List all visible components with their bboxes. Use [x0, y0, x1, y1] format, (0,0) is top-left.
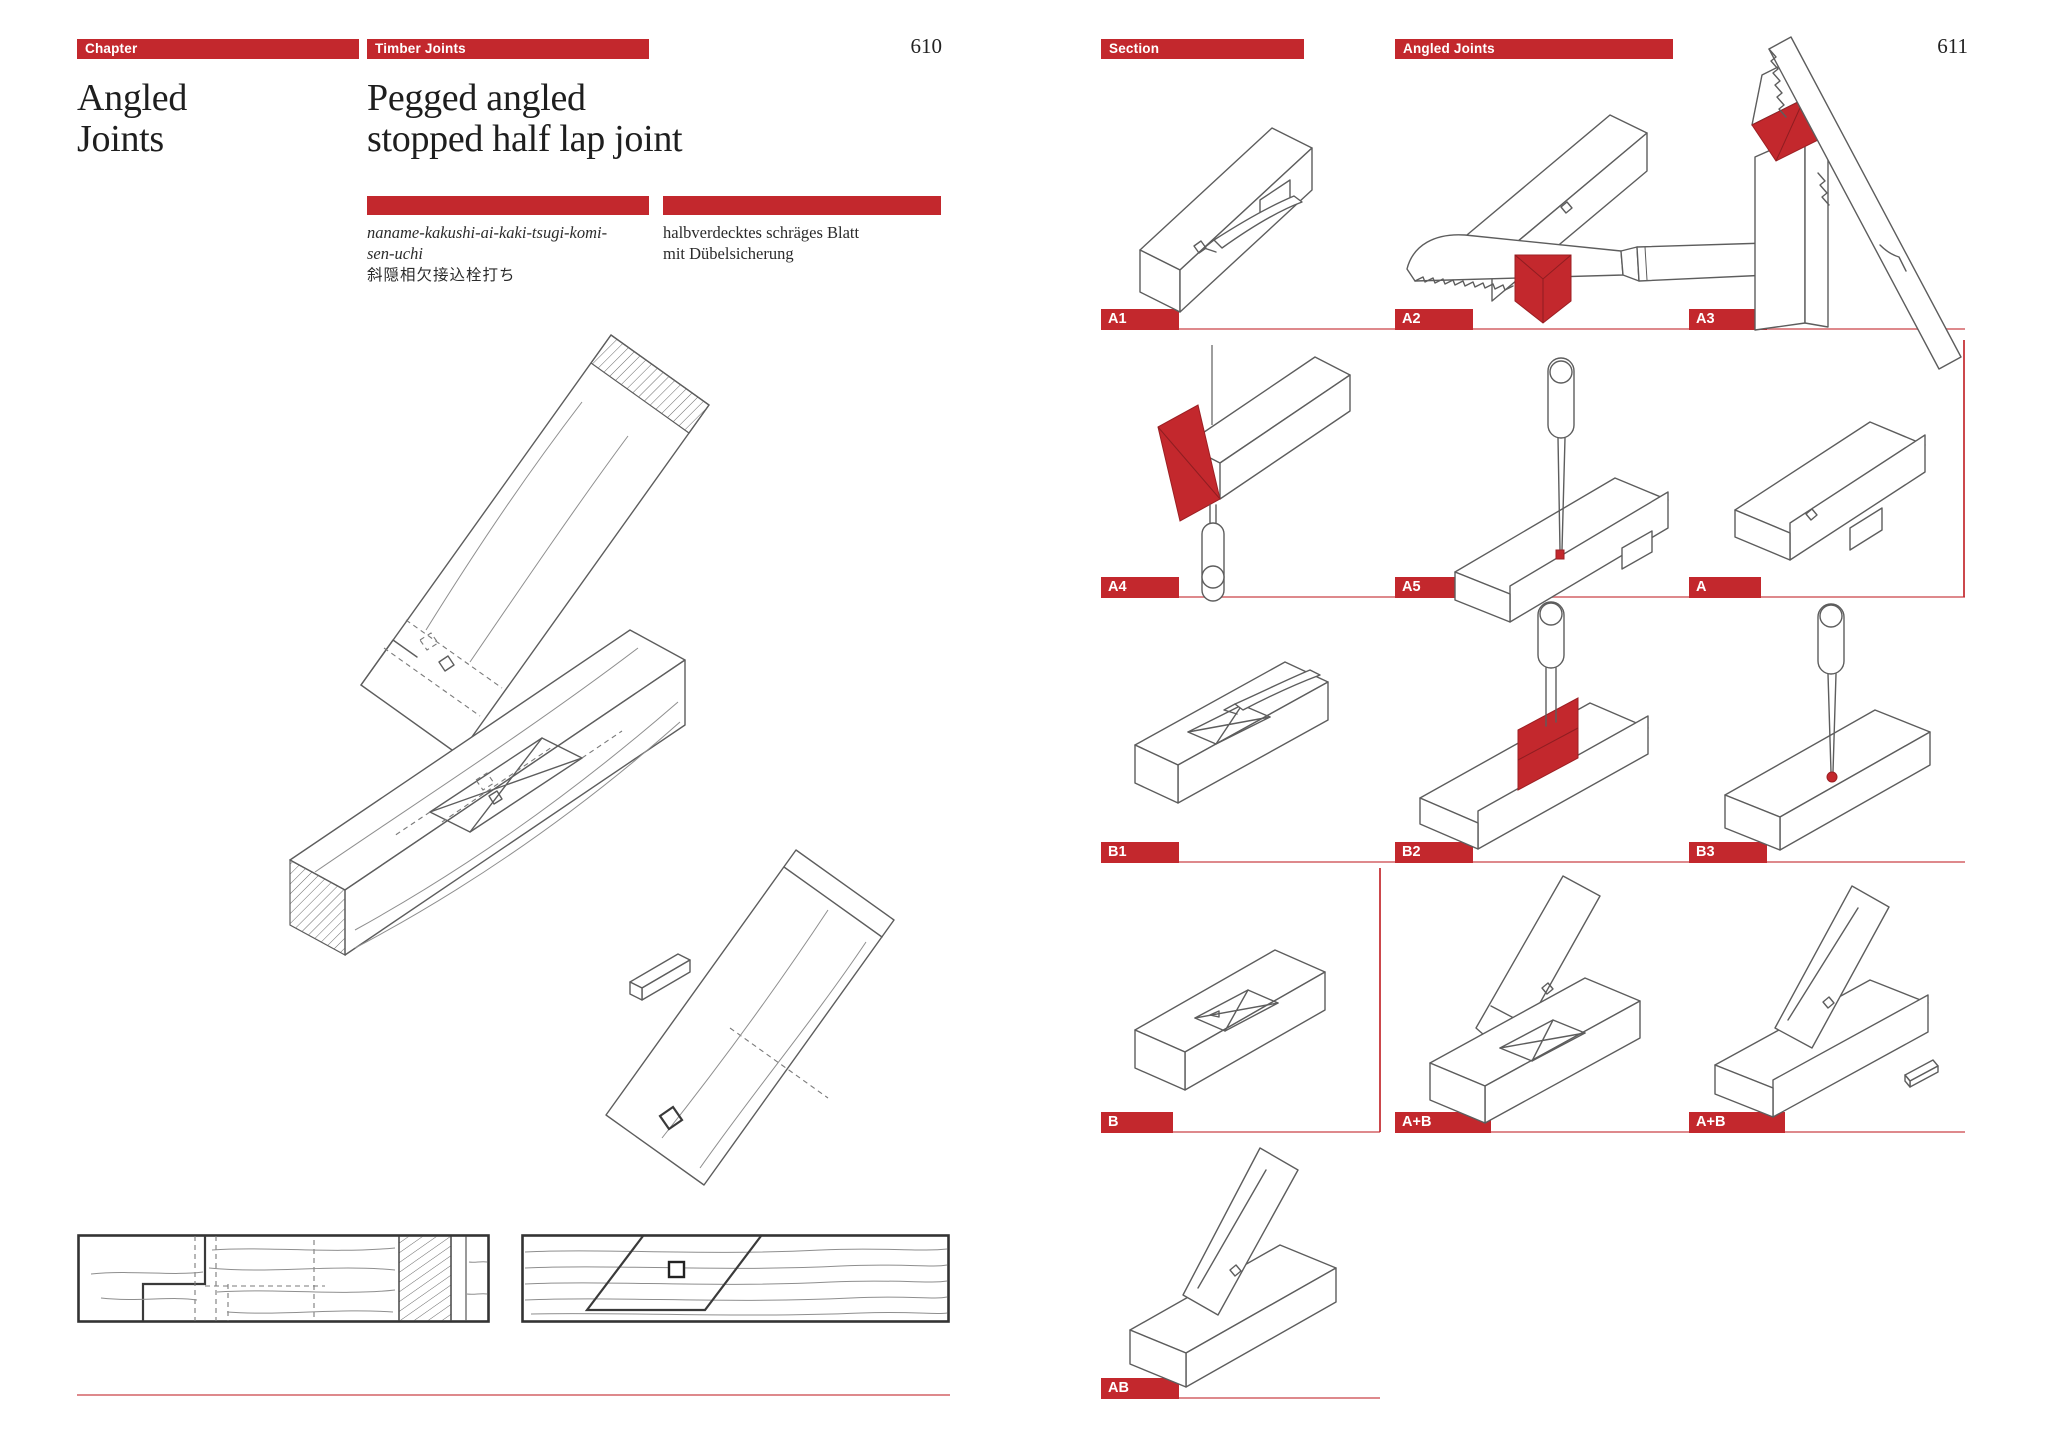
step-label-a-plus-b-2: A+B — [1689, 1112, 1785, 1133]
step-a-plus-b-exploded-illustration — [1429, 875, 1641, 1124]
chapter-title-line1: Angled — [77, 77, 188, 119]
step-a2-illustration — [1406, 114, 1770, 324]
joint-title: Pegged angled stopped half lap joint — [367, 77, 683, 160]
section-title-tab: Angled Joints — [1395, 39, 1673, 59]
step-label-b3: B3 — [1689, 842, 1767, 863]
step-a-result-illustration — [1734, 421, 1926, 561]
step-label-a3: A3 — [1689, 309, 1767, 330]
german-line1: halbverdecktes schräges Blatt — [663, 223, 860, 242]
step-label-a: A — [1689, 577, 1761, 598]
step-label-a1: A1 — [1101, 309, 1179, 330]
chapter-tab: Chapter — [77, 39, 359, 59]
step-row1-rule — [1101, 328, 1965, 330]
step-row4-rule-right — [1395, 1131, 1965, 1133]
step-label-a4: A4 — [1101, 577, 1179, 598]
step-label-b: B — [1101, 1112, 1173, 1133]
romaji-line2: sen-uchi — [367, 244, 423, 263]
step-row3-rule — [1101, 861, 1965, 863]
joint-title-line2: stopped half lap joint — [367, 118, 683, 160]
lower-horizontal-beam — [289, 629, 686, 957]
step-label-b1: B1 — [1101, 842, 1179, 863]
step-a3-illustration — [1751, 36, 1962, 370]
step-row5-rule — [1101, 1397, 1380, 1399]
step-b-result-illustration — [1134, 949, 1326, 1091]
romaji-line1: naname-kakushi-ai-kaki-tsugi-komi- — [367, 223, 608, 242]
step-label-b2: B2 — [1395, 842, 1473, 863]
page-number-left: 610 — [910, 34, 943, 58]
name-block-bar-german — [663, 196, 941, 215]
side-elevation-drawing — [77, 1234, 490, 1323]
angled-board — [605, 849, 895, 1186]
category-tab: Timber Joints — [367, 39, 649, 59]
japanese-name: 斜隠相欠接込栓打ち — [367, 266, 516, 284]
step-label-a2: A2 — [1395, 309, 1473, 330]
section-tab: Section — [1101, 39, 1304, 59]
step-b1-illustration — [1134, 661, 1329, 804]
square-peg — [629, 953, 691, 1001]
joint-title-line1: Pegged angled — [367, 77, 586, 119]
japanese-name-block: naname-kakushi-ai-kaki-tsugi-komi- sen-u… — [367, 222, 649, 286]
main-exploded-joint-illustration — [289, 334, 895, 1186]
step-a-plus-b-assembled-illustration — [1714, 885, 1939, 1118]
result-a-box-border — [1963, 340, 1965, 597]
step-label-ab: AB — [1101, 1378, 1179, 1399]
step-label-a5: A5 — [1395, 577, 1473, 598]
german-line2: mit Dübelsicherung — [663, 244, 794, 263]
step-a1-illustration — [1139, 127, 1313, 313]
step-ab-result-illustration — [1129, 1147, 1337, 1388]
page-number-right: 611 — [1937, 34, 1968, 58]
step-b2-illustration — [1419, 601, 1649, 850]
german-name-block: halbverdecktes schräges Blatt mit Dübels… — [663, 222, 941, 264]
name-block-bar-japanese — [367, 196, 649, 215]
plan-view-drawing — [521, 1234, 950, 1323]
upper-angled-beam — [360, 334, 710, 756]
step-label-a-plus-b-1: A+B — [1395, 1112, 1491, 1133]
step-a4-illustration — [1157, 345, 1351, 602]
chapter-title: Angled Joints — [77, 78, 187, 160]
step-b3-illustration — [1724, 603, 1931, 851]
chapter-title-line2: Joints — [77, 118, 164, 160]
step-a5-illustration — [1454, 357, 1669, 623]
result-b-box-border — [1379, 868, 1381, 1132]
step-row4-rule-left — [1101, 1131, 1380, 1133]
left-page-footer-rule — [77, 1394, 950, 1396]
